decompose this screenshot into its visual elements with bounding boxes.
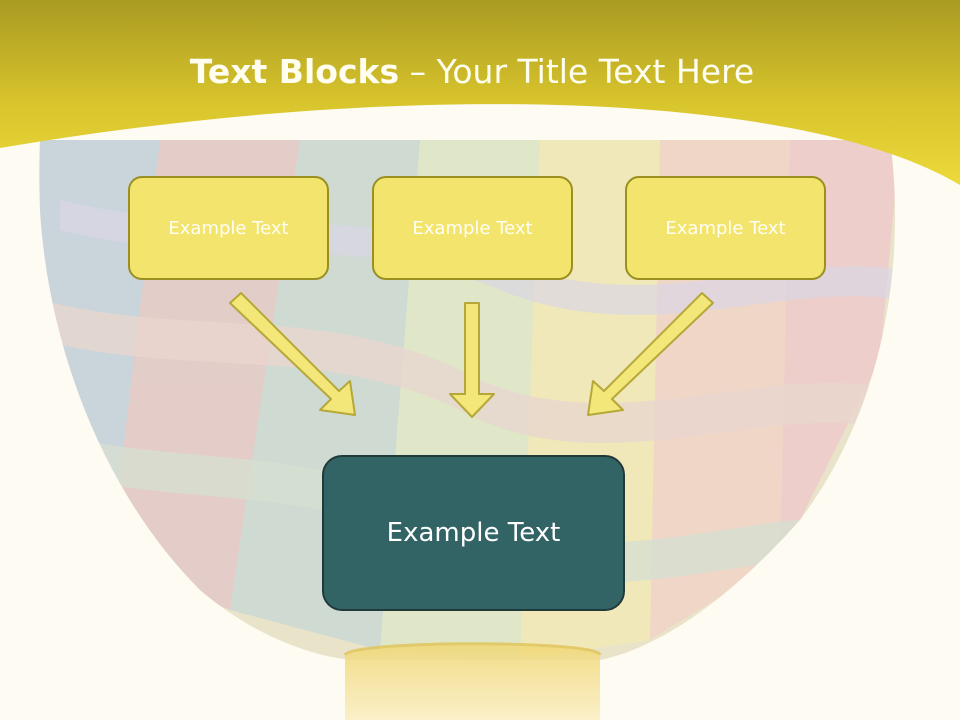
title-bold: Text Blocks (189, 52, 400, 91)
text-block-bottom-label: Example Text (386, 518, 561, 548)
slide-title: Text Blocks – Your Title Text Here (0, 52, 944, 91)
text-block-left[interactable]: Example Text (128, 176, 329, 280)
title-rest: Your Title Text Here (436, 52, 755, 91)
text-block-right[interactable]: Example Text (625, 176, 826, 280)
title-separator: – (399, 52, 437, 91)
text-block-bottom[interactable]: Example Text (322, 455, 625, 611)
text-block-center-label: Example Text (412, 217, 533, 239)
balloon-basket (343, 642, 602, 720)
title-banner (0, 0, 960, 185)
text-block-center[interactable]: Example Text (372, 176, 573, 280)
text-block-left-label: Example Text (168, 217, 289, 239)
text-block-right-label: Example Text (665, 217, 786, 239)
